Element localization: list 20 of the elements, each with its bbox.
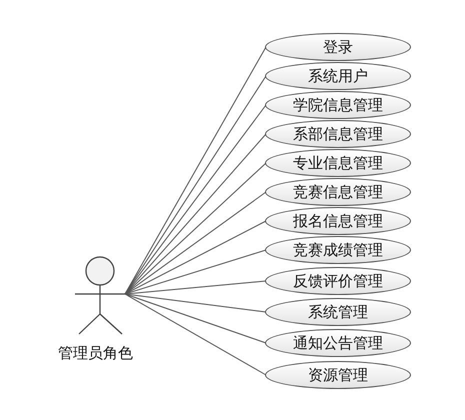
association-line bbox=[124, 294, 266, 312]
use-case-ellipse: 系部信息管理 bbox=[265, 120, 411, 148]
use-case-ellipse: 竞赛信息管理 bbox=[265, 178, 411, 206]
use-case-ellipse: 反馈评价管理 bbox=[265, 267, 411, 295]
use-case-ellipse: 学院信息管理 bbox=[265, 91, 411, 119]
use-case-ellipse: 登录 bbox=[265, 33, 411, 61]
use-case-ellipse: 系统管理 bbox=[265, 298, 411, 326]
association-line bbox=[124, 280, 266, 294]
use-case-ellipse: 报名信息管理 bbox=[265, 207, 411, 235]
association-line bbox=[124, 250, 266, 294]
use-case-ellipse: 资源管理 bbox=[265, 361, 411, 389]
use-case-ellipse: 系统用户 bbox=[265, 62, 411, 90]
use-case-ellipse: 专业信息管理 bbox=[265, 149, 411, 177]
use-case-ellipse: 通知公告管理 bbox=[265, 329, 411, 357]
use-case-ellipse: 竞赛成绩管理 bbox=[265, 236, 411, 264]
association-line bbox=[124, 294, 266, 344]
association-line bbox=[124, 220, 266, 294]
actor-name: 管理员角色 bbox=[58, 344, 133, 363]
association-line bbox=[124, 134, 266, 294]
association-line bbox=[124, 294, 266, 376]
